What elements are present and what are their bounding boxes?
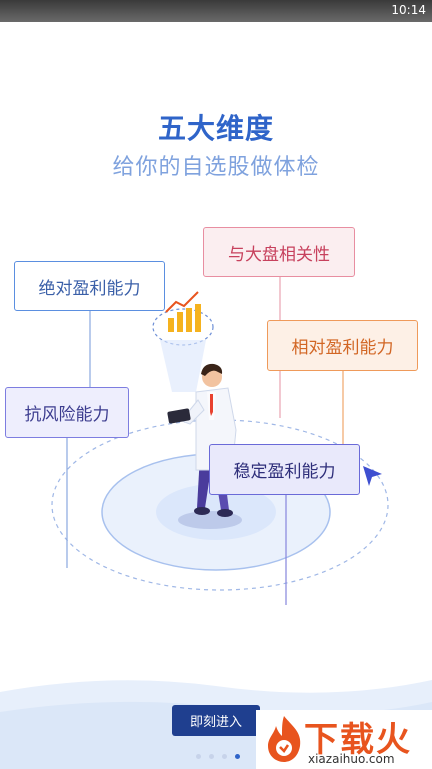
status-time: 10:14 [391,3,426,17]
pointer-icon [363,466,382,486]
page-dot[interactable] [222,754,227,759]
page-indicator [196,754,240,759]
chart-icon [165,291,201,332]
dimension-market-correlation: 与大盘相关性 [203,227,355,277]
watermark-domain: xiazaihuo.com [308,752,395,766]
page-dot[interactable] [209,754,214,759]
page-dot-active[interactable] [235,754,240,759]
page-dot[interactable] [196,754,201,759]
page-title: 五大维度 [157,112,274,145]
dimension-stable-profit: 稳定盈利能力 [209,444,360,495]
watermark: 下载火 xiazaihuo.com [256,710,432,769]
dimension-relative-profit: 相对盈利能力 [267,320,418,371]
watermark-brand: 下载火 [304,720,412,760]
flame-logo-icon [268,716,301,762]
enter-button[interactable]: 即刻进入 [172,705,260,736]
page-subtitle: 给你的自选股做体检 [112,155,320,180]
status-bar: 10:14 [0,0,432,22]
dimension-risk-resistance: 抗风险能力 [5,387,129,438]
dimension-absolute-profit: 绝对盈利能力 [14,261,165,311]
